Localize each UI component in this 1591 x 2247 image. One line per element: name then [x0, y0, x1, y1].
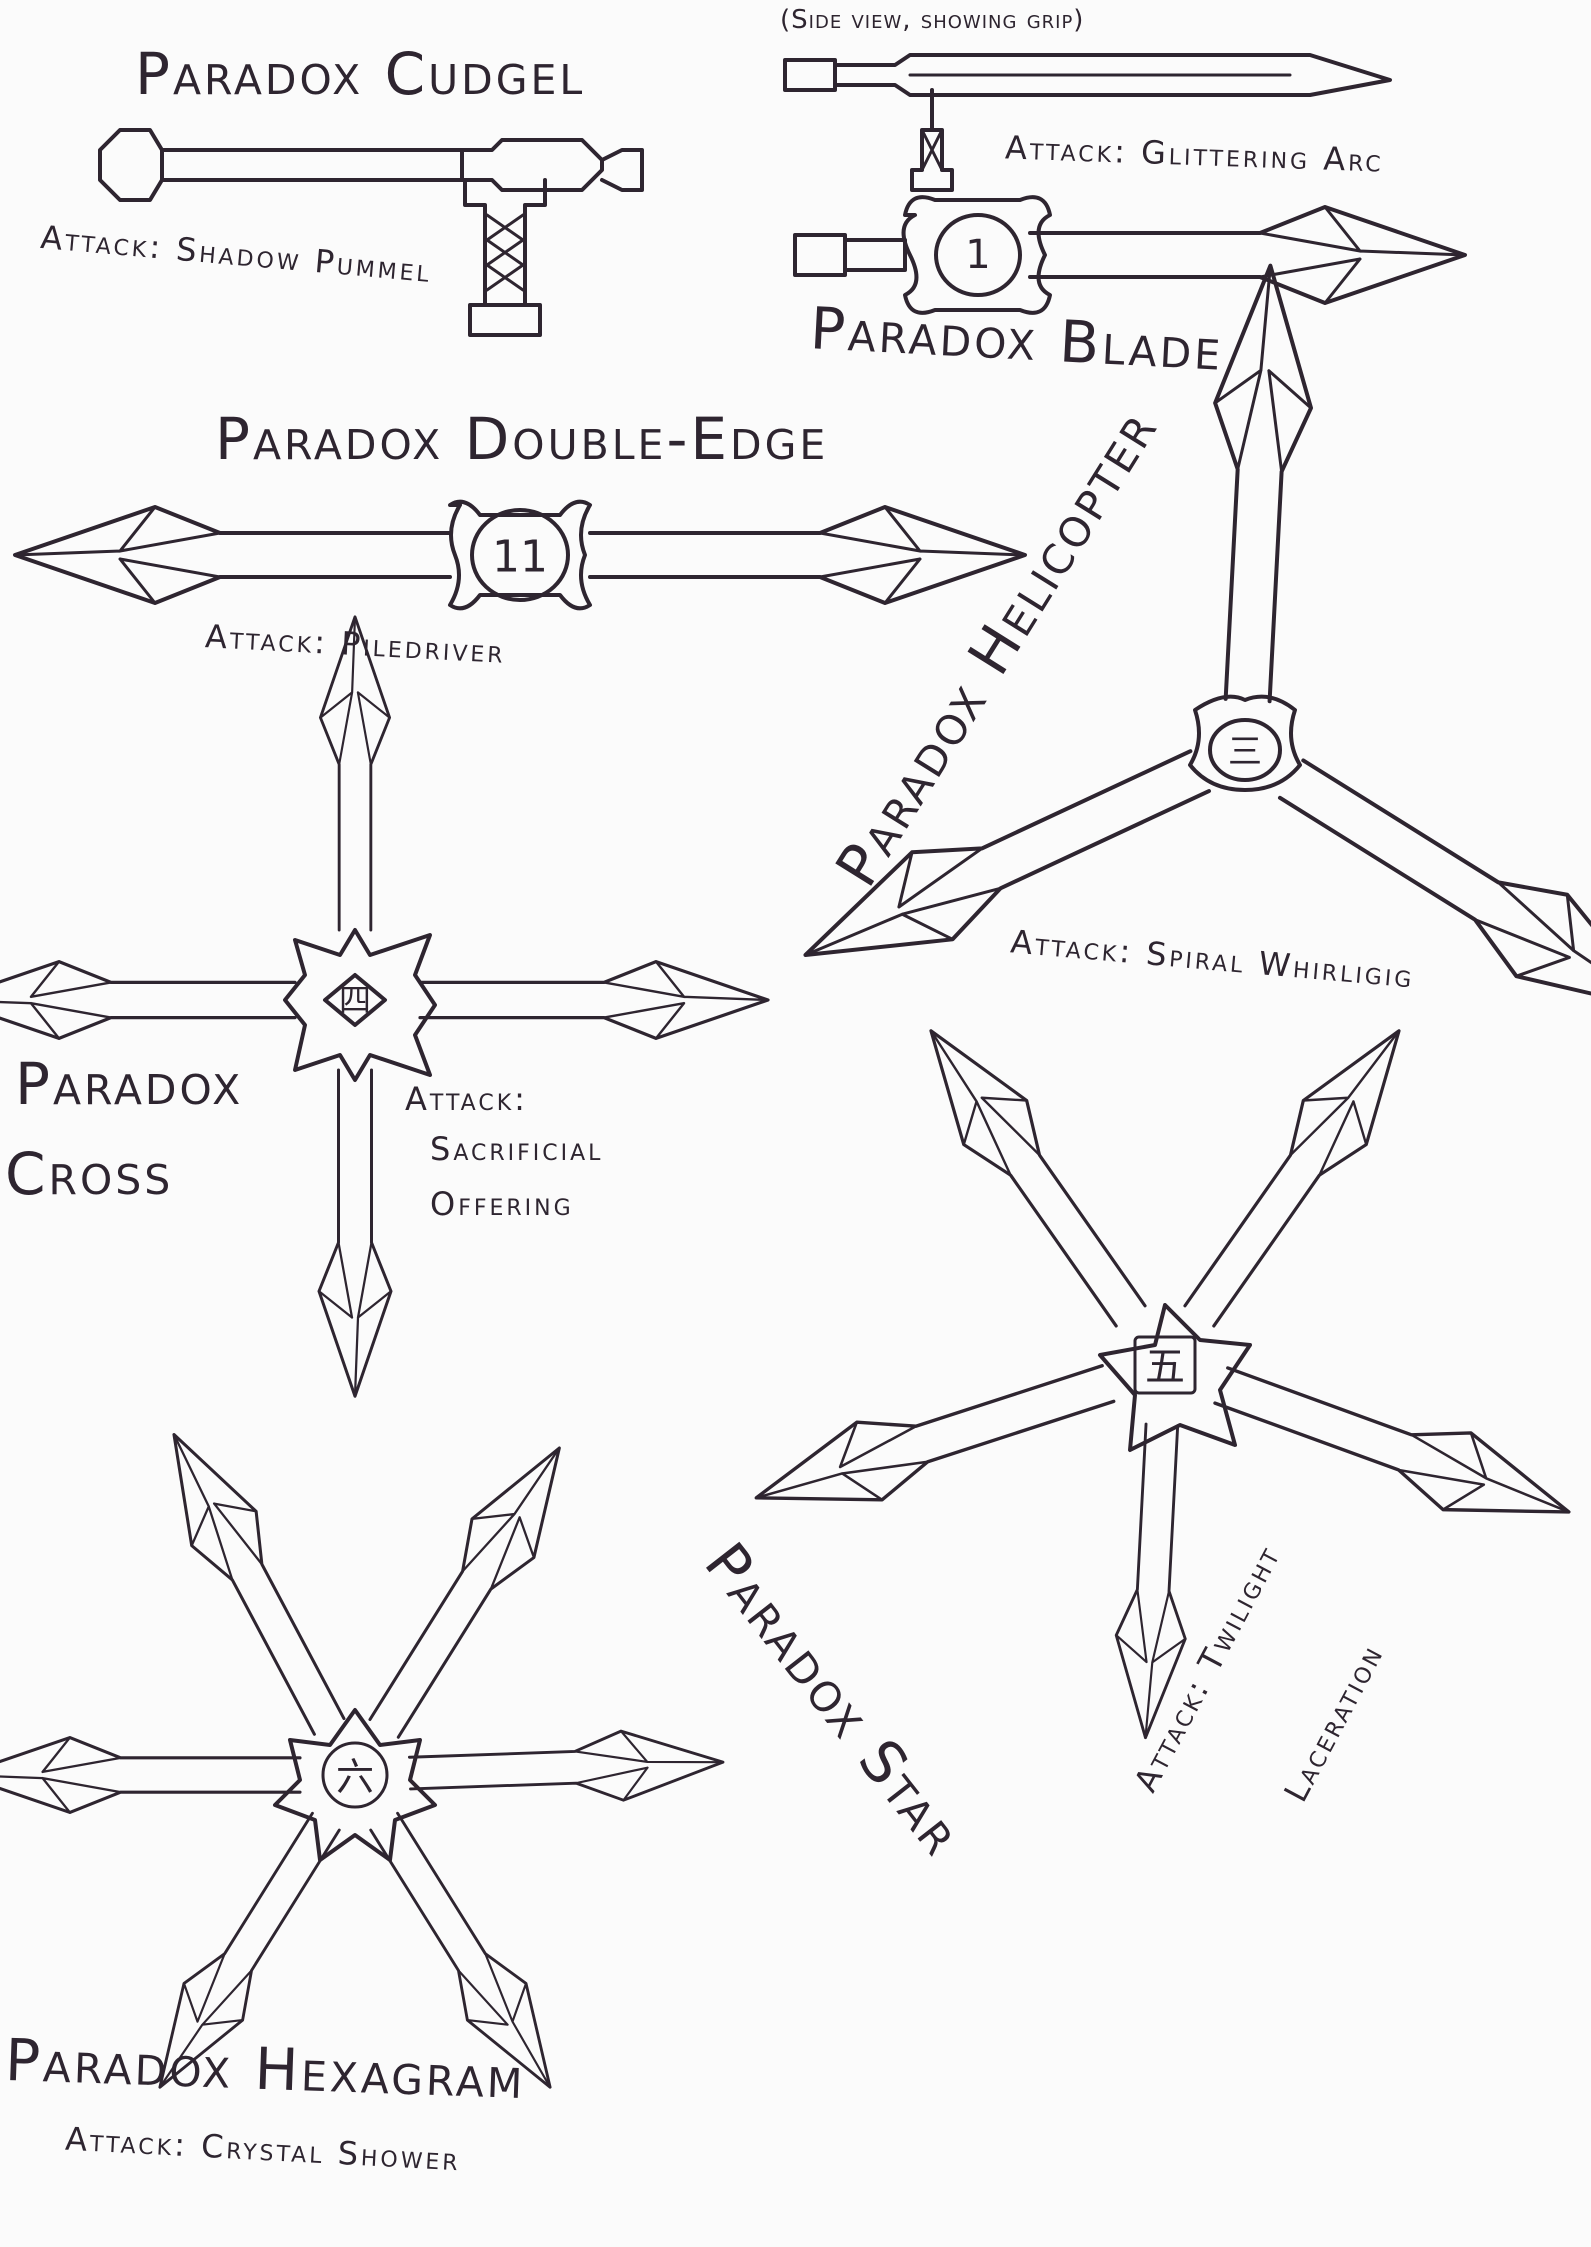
cross-title-line2: Cross [5, 1140, 174, 1208]
cudgel-title: Paradox Cudgel [135, 40, 586, 108]
double-edge-drawing: 11 [13, 499, 1027, 611]
cross-emblem: 四 [339, 981, 371, 1019]
double-edge-emblem: 11 [492, 532, 548, 583]
cross-attack-line3: Offering [430, 1185, 574, 1223]
cross-attack-line1: Attack: [405, 1080, 528, 1118]
blade-drawing: 1 [793, 195, 1467, 315]
double-edge-title: Paradox Double-Edge [215, 405, 829, 473]
cudgel-drawing [98, 128, 644, 337]
blade-side-drawing [783, 53, 1392, 192]
blade-side-note: (Side view, showing grip) [780, 5, 1085, 35]
hexagram-drawing: 六 [0, 1415, 726, 2108]
star-emblem: 五 [1145, 1344, 1185, 1390]
hexagram-emblem: 六 [336, 1755, 374, 1799]
cross-title-line1: Paradox [15, 1050, 244, 1118]
helicopter-emblem: 三 [1228, 732, 1262, 772]
helicopter-drawing: 三 [783, 263, 1591, 1053]
star-drawing: 五 [741, 1007, 1585, 1741]
cross-drawing: 四 [0, 615, 770, 1398]
blade-emblem: 1 [965, 232, 990, 278]
cross-attack-line2: Sacrificial [430, 1130, 604, 1168]
